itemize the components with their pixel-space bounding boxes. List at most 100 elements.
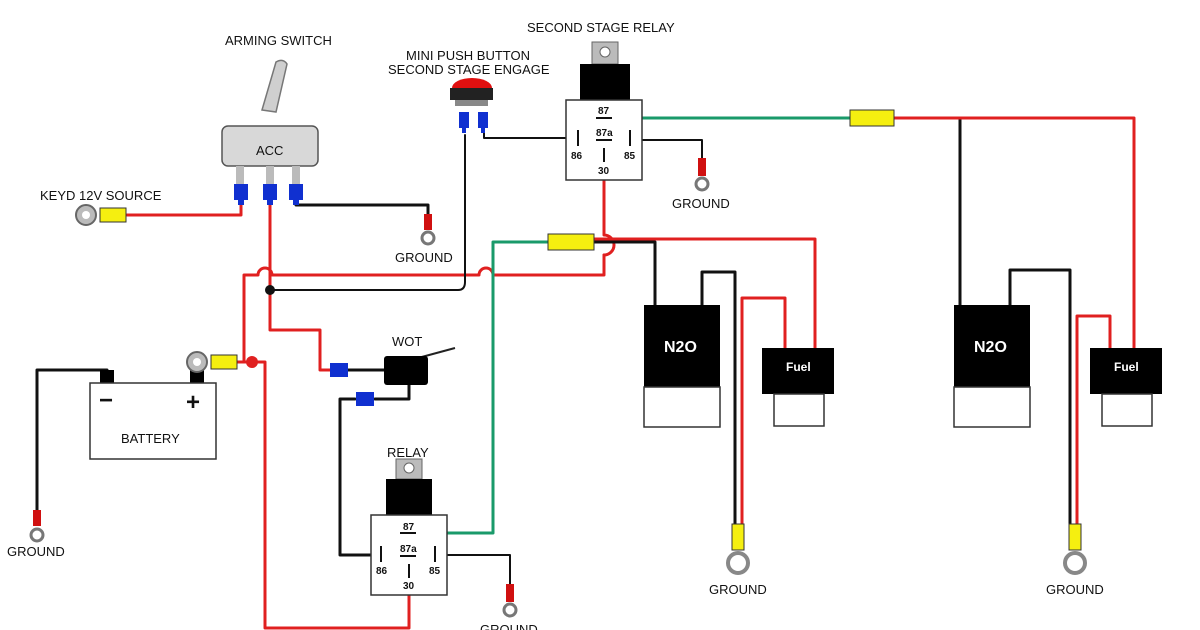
solenoid-base	[643, 386, 721, 428]
solenoid-base	[1101, 393, 1153, 427]
pin-87a-label: 87a	[400, 544, 417, 555]
yellow-connector	[731, 523, 745, 551]
switch-junction-wire	[269, 134, 466, 291]
ground-label: GROUND	[480, 622, 538, 630]
battery-minus-sign: −	[99, 387, 113, 414]
relay-tab-hole	[403, 462, 415, 474]
relay-ground-wire	[435, 554, 511, 586]
battery-ground-wire	[35, 368, 109, 514]
left-fuel-feed-wire	[590, 237, 817, 350]
fuel-label: Fuel	[1114, 360, 1139, 374]
keyed-source-label: KEYD 12V SOURCE	[40, 188, 162, 203]
fuel-solenoid-left: Fuel	[762, 348, 834, 427]
wot-to-relay-wire	[373, 383, 411, 401]
second-stage-relay-label: SECOND STAGE RELAY	[527, 20, 675, 35]
second-stage-relay: 87 87a 86 85 30	[565, 41, 643, 181]
right-n2o-feed-wire	[891, 116, 962, 307]
battery-body	[89, 382, 217, 460]
blue-connector	[234, 184, 248, 200]
wot-relay: 87 87a 86 85 30	[370, 458, 448, 596]
arming-ground-wire	[294, 198, 430, 217]
battery-neg-post	[100, 370, 114, 384]
switch-terminal-left	[236, 166, 244, 186]
left-n2o-feed-wire	[590, 240, 657, 307]
arming-switch-label: ARMING SWITCH	[225, 33, 332, 48]
toggle-lever[interactable]	[261, 59, 288, 113]
pin-87-label: 87	[598, 106, 610, 117]
push-button-base	[455, 100, 488, 106]
blue-connector-tip	[481, 127, 485, 133]
solenoid-coil	[954, 305, 1030, 387]
fuel-label: Fuel	[786, 360, 811, 374]
arming-switch[interactable]: ACC	[221, 59, 319, 205]
battery: − + BATTERY	[89, 370, 217, 460]
pin-85-label: 85	[429, 566, 441, 577]
left-fuel-ground-wire	[740, 296, 787, 527]
wot-relay-86-wire	[338, 397, 380, 557]
fuel-solenoid-right: Fuel	[1090, 348, 1162, 427]
blue-connector	[330, 363, 348, 377]
ground-label: GROUND	[395, 250, 453, 265]
n2o-label: N2O	[974, 339, 1007, 356]
battery-feed-wire	[242, 253, 606, 364]
blue-connector	[356, 392, 374, 406]
yellow-connector	[99, 207, 127, 223]
junction-black	[265, 285, 275, 295]
pin-30-label: 30	[598, 166, 610, 177]
yellow-inline-connector	[849, 109, 895, 127]
solenoid-coil	[762, 348, 834, 394]
blue-connector-tip	[267, 199, 273, 205]
left-n2o-ground-wire	[700, 270, 737, 527]
ground-label: GROUND	[1046, 582, 1104, 597]
wot-switch-body	[384, 356, 428, 385]
battery-main-wire	[250, 360, 411, 630]
blue-connector	[478, 112, 488, 128]
second-relay-ground-wire	[629, 139, 703, 161]
switch-terminal-right	[292, 166, 300, 186]
solenoid-base	[953, 386, 1031, 428]
push-button-label-line2: SECOND STAGE ENGAGE	[388, 62, 550, 77]
wot-label: WOT	[392, 334, 422, 349]
pin-87a-label: 87a	[596, 128, 613, 139]
blue-connector	[289, 184, 303, 200]
blue-connector-tip	[293, 199, 299, 205]
pin-85-label: 85	[624, 151, 636, 162]
relay-label: RELAY	[387, 445, 429, 460]
battery-label: BATTERY	[121, 431, 180, 446]
ring-hole	[193, 358, 201, 366]
ground-terminal	[424, 214, 432, 230]
acc-label: ACC	[256, 143, 283, 158]
button-to-relay-wire	[483, 131, 579, 139]
pin-86-label: 86	[571, 151, 583, 162]
relay-top-block	[580, 64, 630, 100]
blue-connector-tip	[462, 127, 466, 133]
battery-plus-sign: +	[186, 389, 200, 416]
n2o-label: N2O	[664, 339, 697, 356]
arming-to-wot-wire	[268, 198, 332, 372]
push-button[interactable]	[450, 78, 493, 133]
ground-label: GROUND	[672, 196, 730, 211]
n2o-solenoid-left: N2O	[643, 305, 721, 428]
yellow-connector	[210, 354, 238, 370]
wot-green-wire	[413, 240, 552, 535]
ground-terminal	[698, 158, 706, 176]
ground-ring-icon	[29, 527, 45, 543]
solenoid-coil	[1090, 348, 1162, 394]
ground-label: GROUND	[7, 544, 65, 559]
yellow-connector	[1068, 523, 1082, 551]
pin-86-label: 86	[376, 566, 388, 577]
blue-connector	[459, 112, 469, 128]
ground-ring-icon	[1063, 551, 1087, 575]
blue-connector-tip	[238, 199, 244, 205]
ground-ring-icon	[726, 551, 750, 575]
pin-30-label: 30	[403, 581, 415, 592]
ground-label: GROUND	[709, 582, 767, 597]
wot-switch[interactable]	[330, 347, 456, 406]
battery-pos-post	[190, 370, 204, 384]
yellow-inline-connector	[547, 233, 595, 251]
ground-terminal	[33, 510, 41, 526]
push-button-label-line1: MINI PUSH BUTTON	[406, 48, 530, 63]
relay-top-block	[386, 479, 432, 515]
push-button-body	[450, 88, 493, 100]
